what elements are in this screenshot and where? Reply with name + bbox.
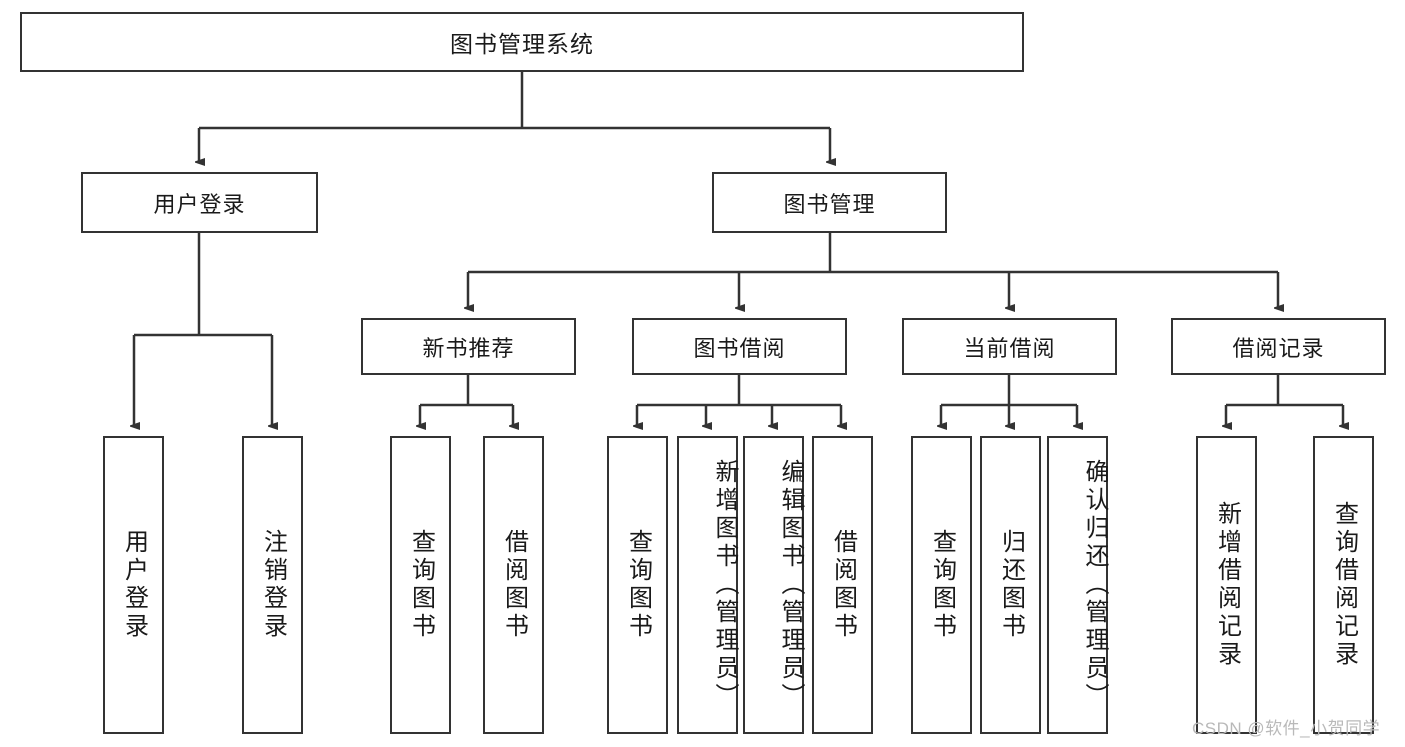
node-book-management[interactable]: 图书管理: [712, 172, 947, 233]
csdn-watermark: CSDN @软件_小贺同学: [1192, 719, 1381, 738]
leaf-borrow-book-recommend[interactable]: 借阅图书: [483, 436, 544, 734]
leaf-user-login[interactable]: 用户登录: [103, 436, 164, 734]
leaf-query-book-recommend[interactable]: 查询图书: [390, 436, 451, 734]
leaf-query-book-current[interactable]: 查询图书: [911, 436, 972, 734]
leaf-query-borrow-record[interactable]: 查询借阅记录: [1313, 436, 1374, 734]
node-root-book-management-system[interactable]: 图书管理系统: [20, 12, 1024, 72]
leaf-confirm-return-admin[interactable]: 确认归还（管理员）: [1047, 436, 1108, 734]
node-new-book-recommend[interactable]: 新书推荐: [361, 318, 576, 375]
leaf-query-book-borrow[interactable]: 查询图书: [607, 436, 668, 734]
node-borrow-record[interactable]: 借阅记录: [1171, 318, 1386, 375]
node-user-login[interactable]: 用户登录: [81, 172, 318, 233]
node-current-borrow[interactable]: 当前借阅: [902, 318, 1117, 375]
leaf-add-borrow-record[interactable]: 新增借阅记录: [1196, 436, 1257, 734]
leaf-return-book[interactable]: 归还图书: [980, 436, 1041, 734]
leaf-add-book-admin[interactable]: 新增图书（管理员）: [677, 436, 738, 734]
leaf-logout[interactable]: 注销登录: [242, 436, 303, 734]
leaf-edit-book-admin[interactable]: 编辑图书（管理员）: [743, 436, 804, 734]
leaf-borrow-book[interactable]: 借阅图书: [812, 436, 873, 734]
node-book-borrow[interactable]: 图书借阅: [632, 318, 847, 375]
